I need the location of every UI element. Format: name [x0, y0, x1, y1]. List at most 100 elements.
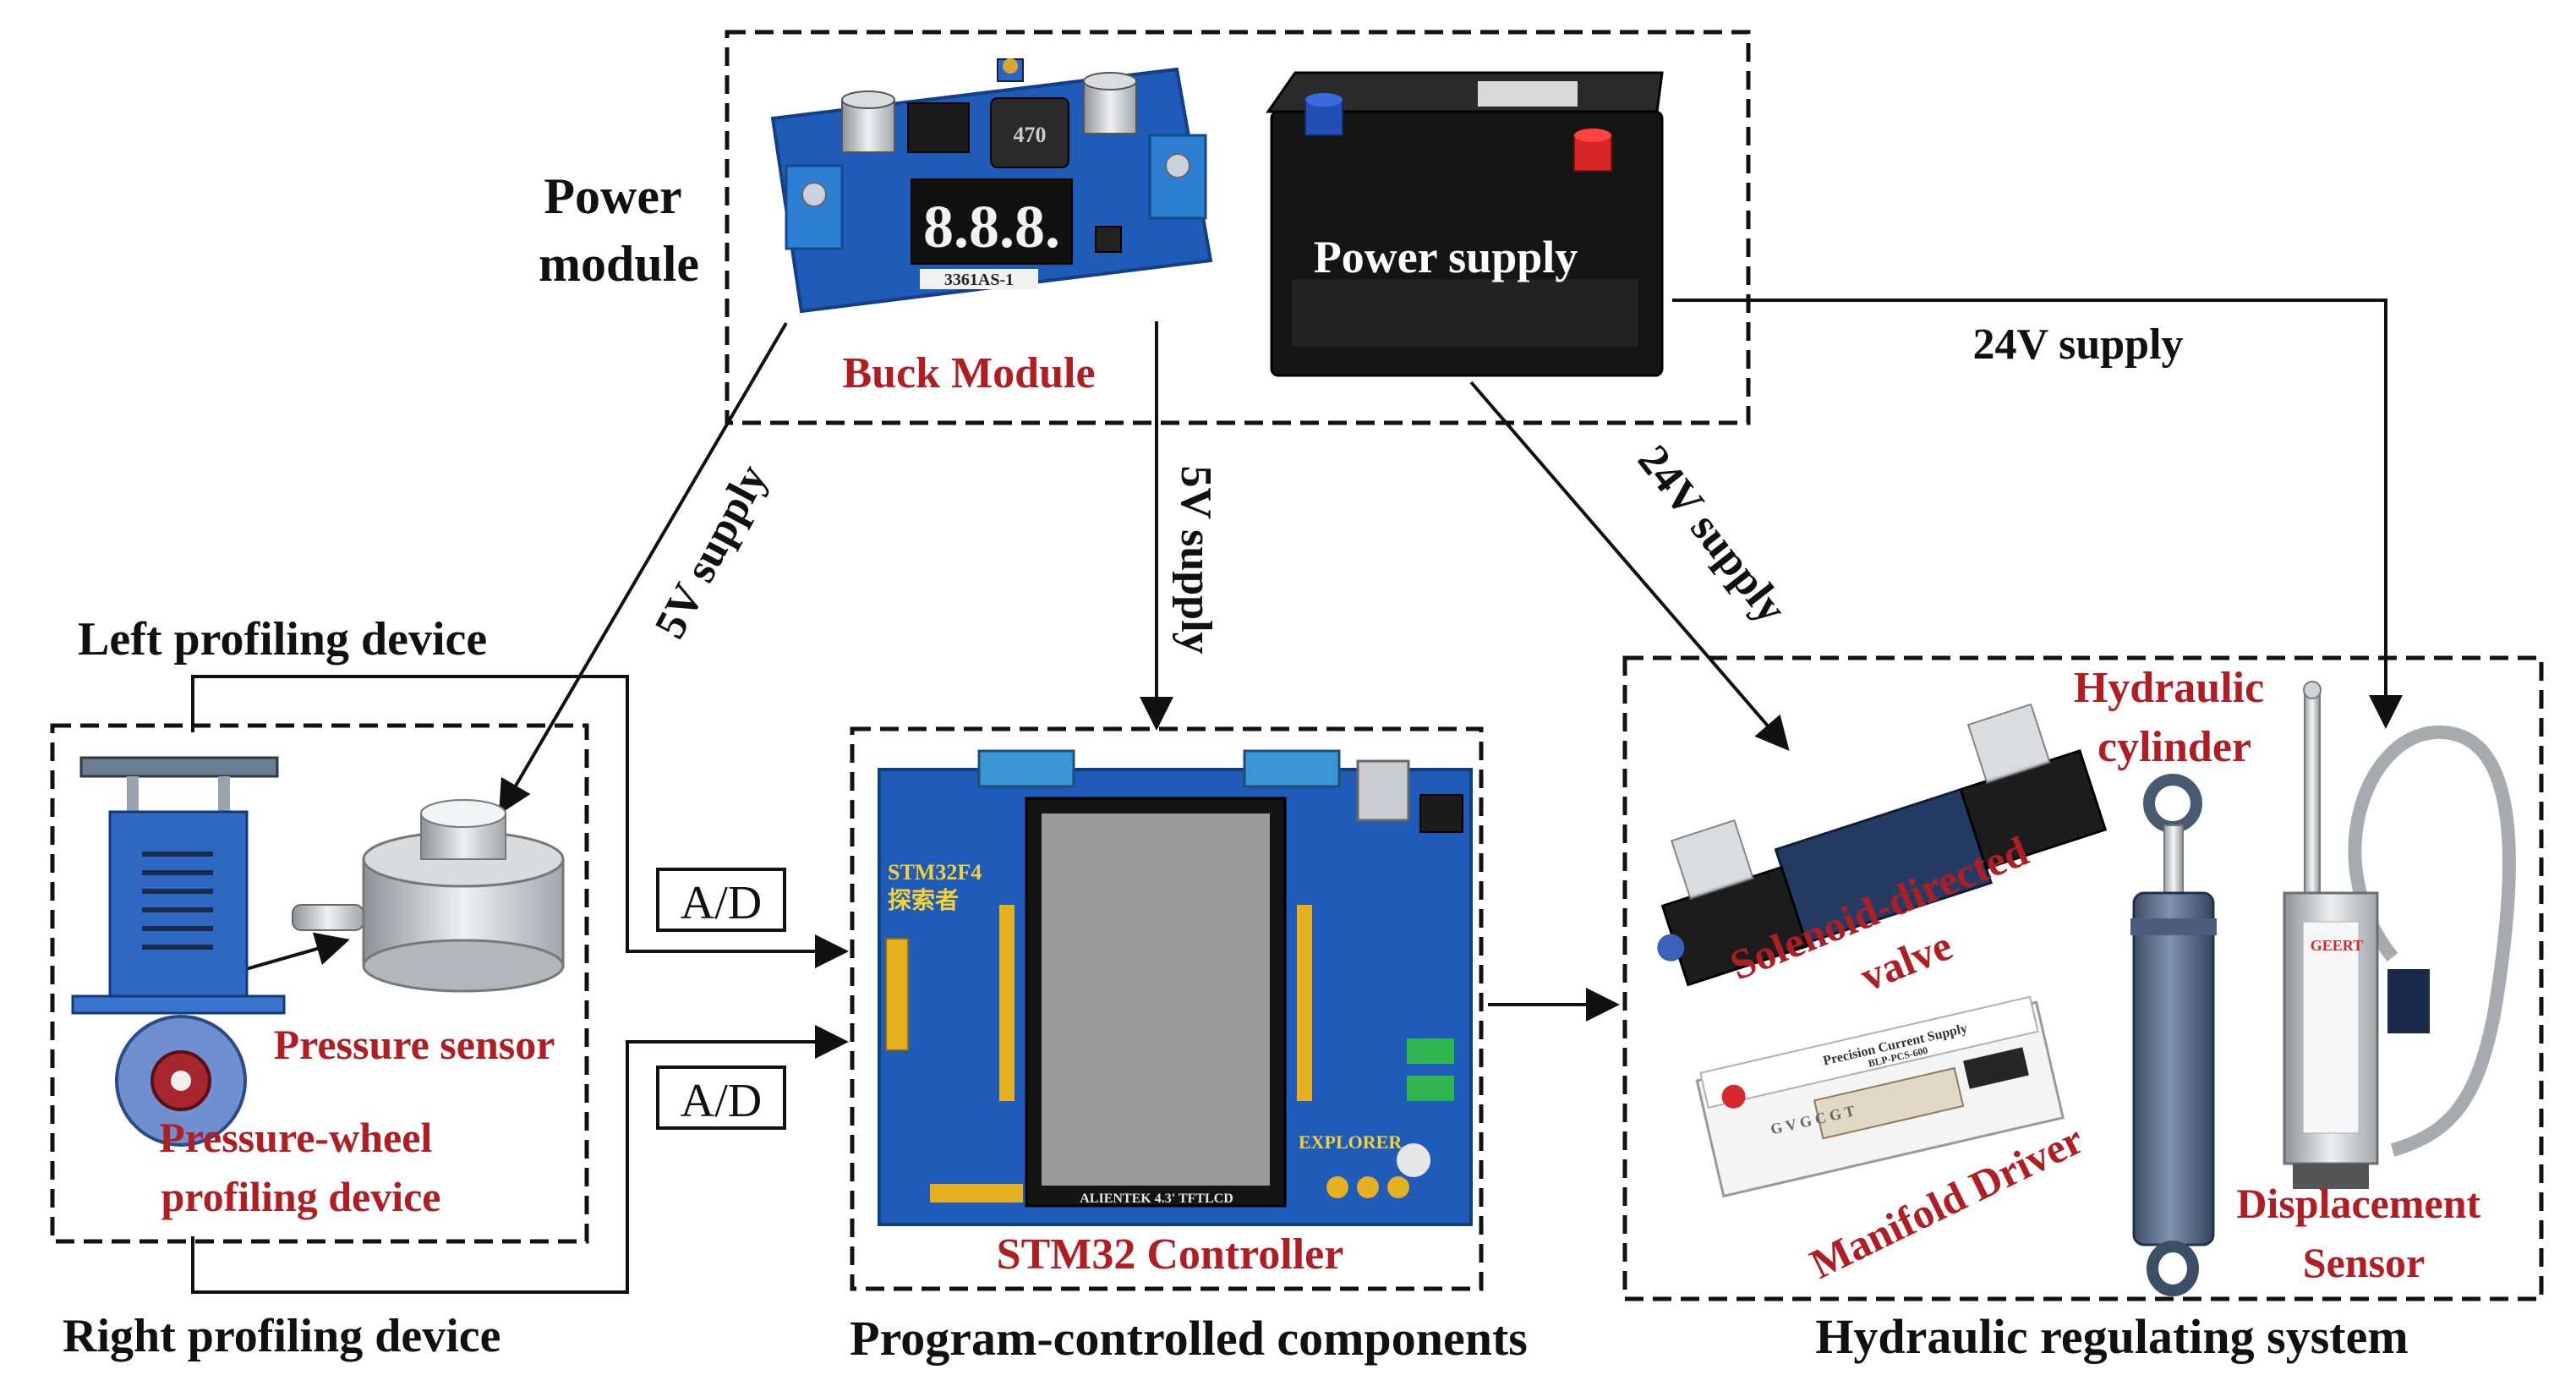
- component-label-hydraulic-cylinder-line2: cylinder: [2097, 723, 2251, 771]
- sensor-foot: [2293, 1164, 2369, 1189]
- driver-logo: [1721, 1084, 1746, 1109]
- buck-potentiometer-knob: [1003, 58, 1018, 74]
- connection-label-24v-right: 24V supply: [1972, 320, 2183, 369]
- buck-ic-chip: [907, 102, 970, 153]
- pressure-wheel-device-image: [71, 756, 286, 1147]
- group-label-left-profiling: Left profiling device: [78, 613, 487, 666]
- group-label-program-controlled: Program-controlled components: [850, 1311, 1528, 1366]
- buck-inductor-marking: 470: [1014, 123, 1047, 147]
- board-brand-text: ALIENTEK 4.3' TFTLCD: [1080, 1192, 1233, 1206]
- sensor-boot: [2387, 969, 2430, 1033]
- sensor-cable-loop: [2348, 725, 2516, 1157]
- sensor-button-top: [420, 799, 506, 828]
- buck-module-image: 470 8.8.8. 3361AS-1: [770, 58, 1213, 314]
- board-explorer-text: EXPLORER: [1299, 1131, 1403, 1153]
- board-green-connector-1: [1407, 1038, 1454, 1064]
- hydraulic-system-box: [1622, 655, 2544, 1301]
- board-power-jack: [1419, 794, 1463, 833]
- cylinder-band: [2130, 918, 2217, 935]
- connection-label-ad-bottom: A/D: [681, 1075, 762, 1127]
- board-lcd-screen: [1042, 814, 1270, 1186]
- component-label-displacement-sensor: Displacement Sensor: [2236, 1180, 2491, 1286]
- hydraulic-cylinder-image: [2130, 774, 2217, 1296]
- device-spring: [142, 852, 213, 950]
- battery-terminal-negative: [1304, 93, 1343, 136]
- group-label-power-module-line2: module: [539, 236, 699, 292]
- component-label-hydraulic-cylinder: Hydraulic cylinder: [2074, 664, 2275, 771]
- device-top-plate: [79, 756, 279, 778]
- cylinder-body: [2132, 891, 2215, 1246]
- board-logo-badge: [1393, 1140, 1434, 1181]
- battery-terminal-positive: [1573, 129, 1612, 172]
- board-ethernet: [1356, 759, 1410, 822]
- component-label-pressure-wheel: Pressure-wheel profiling device: [159, 1114, 443, 1220]
- sensor-probe-tip: [2303, 681, 2322, 699]
- component-label-pressure-wheel-line1: Pressure-wheel: [159, 1114, 432, 1161]
- group-label-power-module: Power module: [539, 168, 699, 292]
- sensor-cable-fitting: [292, 904, 364, 931]
- stm32-board-image: STM32F4 探索者 EXPLORER ALIENTEK 4.3' TFTLC…: [878, 749, 1473, 1226]
- driver-connector: [1813, 1066, 1965, 1140]
- sensor-bottom: [362, 939, 565, 993]
- sensor-sticker: [2302, 921, 2360, 1134]
- buck-display-digits: 8.8.8.: [923, 193, 1060, 260]
- sensor-brand-text: GEERT: [2311, 937, 2363, 954]
- board-button-3: [1387, 1176, 1409, 1198]
- ad-box-bottom: [656, 1066, 786, 1130]
- connector-ad-bottom: [191, 1025, 849, 1294]
- device-frame: [108, 810, 249, 998]
- capacitor-right: [1083, 72, 1137, 134]
- board-button-2: [1357, 1176, 1379, 1198]
- buck-display: [911, 178, 1073, 265]
- group-label-right-profiling: Right profiling device: [63, 1310, 501, 1362]
- group-label-power-module-line1: Power: [544, 168, 681, 224]
- cylinder-eye-top: [2143, 774, 2202, 833]
- driver-top: [1699, 995, 2039, 1109]
- component-label-pressure-wheel-line2: profiling device: [161, 1173, 440, 1220]
- terminal-screw-right: [1165, 153, 1190, 178]
- profiling-device-box: [50, 723, 589, 1244]
- component-label-hydraulic-cylinder-line1: Hydraulic: [2074, 664, 2264, 712]
- sensor-probe: [2304, 693, 2321, 897]
- battery-panel: [1292, 279, 1638, 347]
- connection-label-5v-center: 5V supply: [1172, 465, 1220, 654]
- board-model-text: STM32F4: [888, 860, 982, 885]
- connection-label-24v-diag: 24V supply: [1628, 436, 1796, 632]
- component-label-stm32: STM32 Controller: [997, 1230, 1344, 1279]
- connection-label-ad-top: A/D: [681, 877, 762, 929]
- terminal-screw-left: [801, 182, 827, 207]
- component-label-buck-module: Buck Module: [842, 349, 1095, 397]
- board-button-1: [1326, 1176, 1348, 1198]
- board-green-connector-2: [1407, 1076, 1454, 1101]
- battery-label-sticker: [1478, 81, 1578, 107]
- component-label-displacement-sensor-line2: Sensor: [2303, 1239, 2425, 1286]
- connections: [180, 299, 2403, 1294]
- manifold-driver-image: Precision Current Supply BLP-PCS-600 G V…: [1695, 995, 2065, 1198]
- buck-inductor: [990, 97, 1069, 168]
- connector-ad-top: [191, 675, 849, 968]
- device-base-plate: [71, 994, 286, 1015]
- board-name-cn-text: 探索者: [888, 887, 959, 914]
- capacitor-left: [841, 90, 895, 153]
- group-label-hydraulic-system: Hydraulic regulating system: [1815, 1309, 2408, 1364]
- board-header-left: [885, 938, 909, 1051]
- valve-connector-right: [1966, 703, 2051, 784]
- board-header-inner-left: [999, 905, 1015, 1101]
- valve-end-cap: [1657, 934, 1685, 961]
- driver-dip-switch: [1963, 1047, 2029, 1089]
- connector-24v-right: [1672, 299, 2403, 729]
- board-db9-left: [977, 749, 1075, 788]
- buck-chip-marking: 3361AS-1: [944, 271, 1014, 289]
- connector-24v-diag: [1469, 381, 1790, 752]
- component-label-power-supply: Power supply: [1314, 232, 1578, 282]
- valve-connector-left: [1670, 819, 1754, 900]
- power-module-box: [725, 30, 1751, 425]
- solenoid-valve-image: [1657, 703, 2108, 987]
- buck-chip-label: [920, 269, 1038, 289]
- connector-5v-left: [498, 321, 788, 815]
- board-header-bottom: [930, 1184, 1023, 1202]
- buck-button: [1095, 226, 1122, 253]
- cylinder-rod: [2163, 824, 2184, 894]
- pressure-sensor-image: [292, 799, 565, 993]
- connection-label-5v-left: 5V supply: [646, 457, 777, 646]
